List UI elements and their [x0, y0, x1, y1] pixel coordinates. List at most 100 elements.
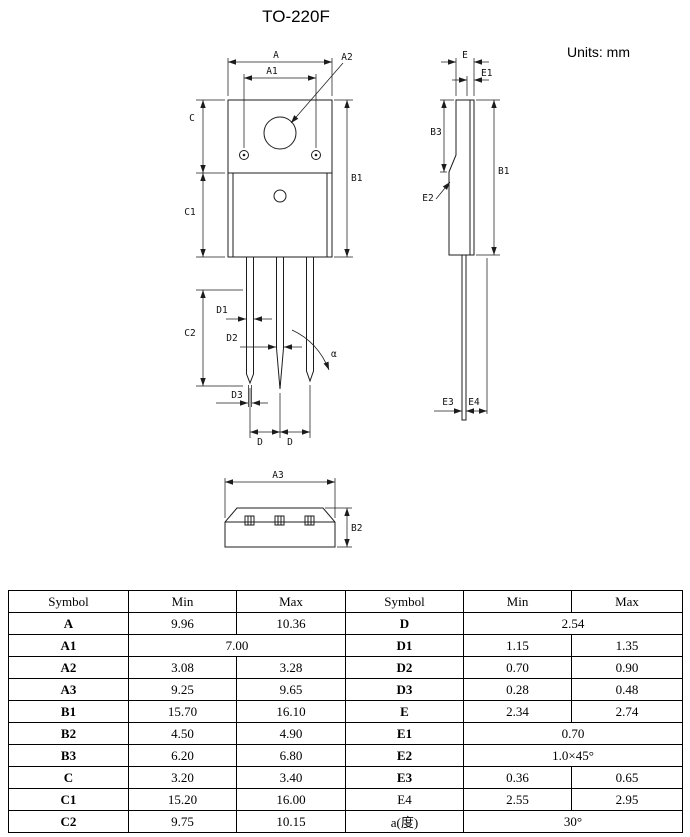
- page-title: TO-220F: [262, 7, 330, 26]
- table-cell: E4: [345, 788, 464, 811]
- dim-label-b3: B3: [430, 127, 441, 138]
- bottom-view: [224, 507, 336, 548]
- table-cell: 0.65: [571, 766, 683, 789]
- table-cell: E1: [345, 722, 464, 745]
- table-cell: C: [8, 766, 129, 789]
- table-cell: C1: [8, 788, 129, 811]
- dim-label-a1: A1: [266, 66, 278, 77]
- table-cell: 6.20: [128, 744, 237, 767]
- dim-label-a: A: [273, 50, 279, 61]
- table-cell: 2.34: [463, 700, 572, 723]
- table-cell: 3.20: [128, 766, 237, 789]
- body-dimple: [273, 189, 287, 203]
- dim-label-b2: B2: [351, 523, 362, 534]
- dim-label-c1: C1: [184, 207, 196, 218]
- dim-label-d1: D1: [216, 305, 228, 316]
- header-max-left: Max: [236, 590, 346, 613]
- dim-label-e3: E3: [442, 397, 453, 408]
- table-cell: 0.70: [463, 656, 572, 679]
- dim-label-e: E: [462, 50, 468, 61]
- table-cell: B3: [8, 744, 129, 767]
- table-cell: 2.74: [571, 700, 683, 723]
- lead-right: [306, 257, 314, 383]
- dim-label-d-right: D: [287, 437, 293, 448]
- table-cell: A2: [8, 656, 129, 679]
- dim-label-a3: A3: [272, 470, 283, 481]
- table-cell: B2: [8, 722, 129, 745]
- table-cell: 0.70: [463, 722, 683, 745]
- table-cell: 16.00: [236, 788, 346, 811]
- dim-label-e1: E1: [481, 68, 493, 79]
- table-cell: 9.96: [128, 612, 237, 635]
- dim-label-b1-front: B1: [351, 173, 363, 184]
- table-cell: 10.36: [236, 612, 346, 635]
- table-cell: 3.08: [128, 656, 237, 679]
- table-cell: 2.95: [571, 788, 683, 811]
- lead-side: [461, 255, 467, 421]
- table-cell: D3: [345, 678, 464, 701]
- dim-label-b1-side: B1: [498, 166, 510, 177]
- side-view-dimensions: E E1 B3 B1 E2 E3 E4: [422, 50, 510, 414]
- pilot-hole-left: [239, 150, 249, 160]
- table-cell: A3: [8, 678, 129, 701]
- dim-label-alpha: α: [331, 349, 337, 360]
- table-cell: E2: [345, 744, 464, 767]
- table-cell: 0.28: [463, 678, 572, 701]
- table-cell: 3.40: [236, 766, 346, 789]
- lead-middle: [276, 257, 284, 390]
- table-cell: 9.65: [236, 678, 346, 701]
- table-cell: 0.36: [463, 766, 572, 789]
- lead-left: [246, 257, 254, 385]
- units-label: Units: mm: [567, 44, 630, 60]
- header-min-left: Min: [128, 590, 237, 613]
- dim-label-c: C: [189, 113, 195, 124]
- table-cell: D1: [345, 634, 464, 657]
- front-view-dimensions: A A1 A2 C C1 C2 B: [184, 50, 362, 448]
- bottom-view-dimensions: A3 B2: [224, 470, 362, 548]
- table-cell: 7.00: [128, 634, 346, 657]
- pilot-hole-right: [311, 150, 321, 160]
- table-cell: C2: [8, 810, 129, 833]
- header-min-right: Min: [463, 590, 572, 613]
- dim-label-a2: A2: [341, 52, 352, 63]
- package-drawing: A A1 A2 C C1 C2 B: [184, 50, 510, 548]
- dim-label-e2: E2: [422, 193, 433, 204]
- header-symbol-right: Symbol: [345, 590, 464, 613]
- table-cell: D2: [345, 656, 464, 679]
- table-header-row: Symbol Min Max Symbol Min Max: [8, 590, 683, 613]
- table-cell: A: [8, 612, 129, 635]
- dim-label-d2: D2: [226, 333, 237, 344]
- mounting-hole: [263, 116, 297, 150]
- table-cell: 6.80: [236, 744, 346, 767]
- table-cell: 3.28: [236, 656, 346, 679]
- table-cell: 9.75: [128, 810, 237, 833]
- table-cell: 1.15: [463, 634, 572, 657]
- table-cell: 4.90: [236, 722, 346, 745]
- table-cell: 15.20: [128, 788, 237, 811]
- table-cell: 1.0×45°: [463, 744, 683, 767]
- table-cell: a(度): [345, 810, 464, 833]
- front-view: [227, 99, 333, 390]
- table-cell: E3: [345, 766, 464, 789]
- table-cell: 4.50: [128, 722, 237, 745]
- table-cell: 2.55: [463, 788, 572, 811]
- dim-label-d-left: D: [257, 437, 263, 448]
- table-cell: 10.15: [236, 810, 346, 833]
- table-cell: E: [345, 700, 464, 723]
- table-cell: 1.35: [571, 634, 683, 657]
- table-cell: 0.90: [571, 656, 683, 679]
- table-cell: 15.70: [128, 700, 237, 723]
- table-cell: 30°: [463, 810, 683, 833]
- dim-label-e4: E4: [468, 397, 480, 408]
